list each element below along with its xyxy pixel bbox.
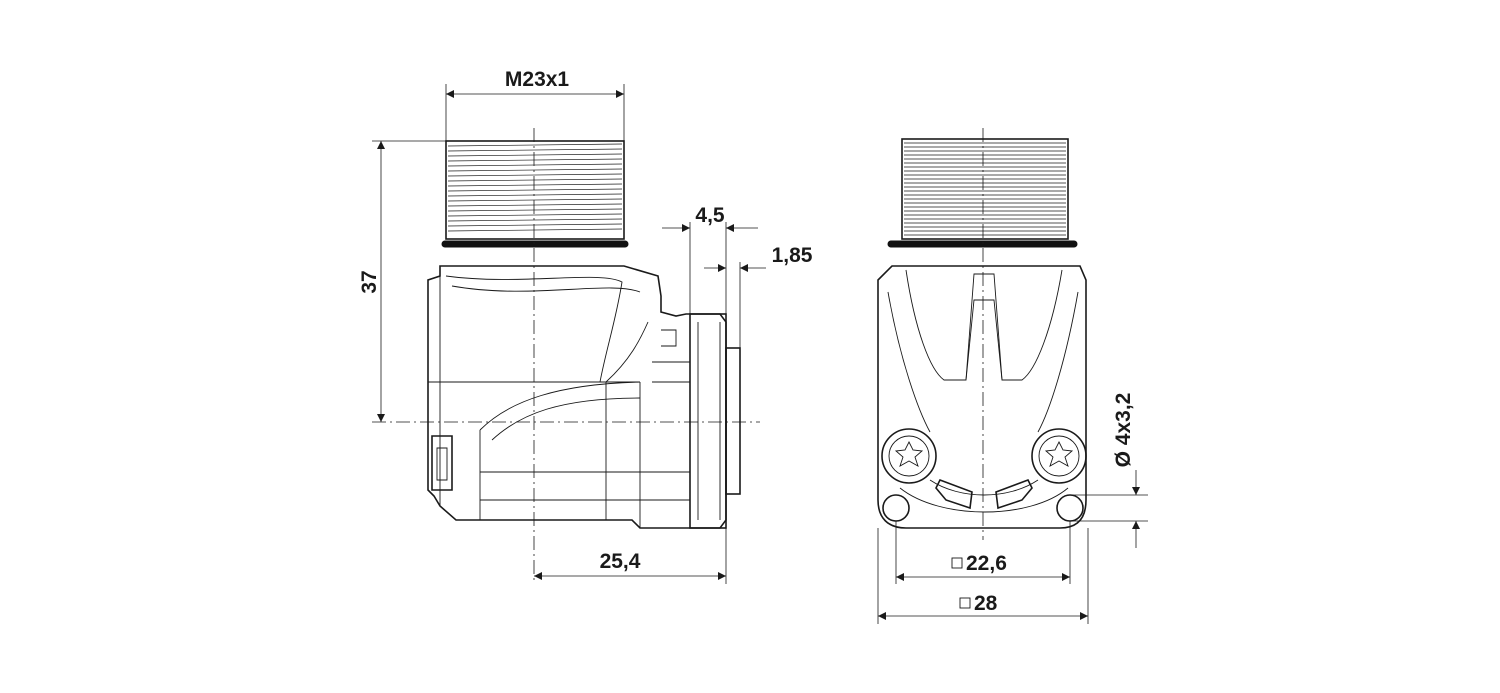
dimension-flange-size: 28 xyxy=(877,528,1089,624)
dimension-height: 37 xyxy=(358,140,446,422)
dimension-thread: M23x1 xyxy=(445,68,625,141)
mounting-hole-left xyxy=(882,494,910,522)
front-thread xyxy=(901,138,1069,240)
side-view xyxy=(372,128,760,580)
mounting-hole-right xyxy=(1056,494,1084,522)
dimension-depth: 25,4 xyxy=(534,528,727,584)
front-view xyxy=(877,128,1087,540)
dimension-flange-size-label: 28 xyxy=(974,592,998,615)
front-screw-left xyxy=(881,428,937,484)
side-flange xyxy=(689,313,727,529)
thread-line xyxy=(447,218,623,222)
dimension-hole-spacing-label: 22,6 xyxy=(966,552,1007,575)
thread-line xyxy=(447,193,623,197)
dimension-flange-offset-label: 1,85 xyxy=(772,244,813,267)
dimension-depth-label: 25,4 xyxy=(600,550,641,573)
thread-line xyxy=(447,208,623,212)
dimension-flange-offset: 1,85 xyxy=(704,244,813,348)
thread-line xyxy=(447,228,623,232)
thread-line xyxy=(447,158,623,162)
thread-line xyxy=(447,203,623,207)
side-thread xyxy=(445,140,625,240)
thread-line xyxy=(447,148,623,152)
square-symbol-icon xyxy=(951,557,963,569)
thread-line xyxy=(447,153,623,157)
square-symbol-icon xyxy=(959,597,971,609)
dimension-hole-spacing: 22,6 xyxy=(895,521,1071,584)
dimension-holes: Ø 4x3,2 xyxy=(1070,393,1148,548)
thread-line xyxy=(447,163,623,167)
thread-line xyxy=(447,173,623,177)
dimension-flange-thickness: 4,5 xyxy=(662,204,758,314)
thread-line xyxy=(447,213,623,217)
front-latch-right xyxy=(995,478,1033,510)
thread-line xyxy=(447,188,623,192)
thread-line xyxy=(447,183,623,187)
dimension-thread-label: M23x1 xyxy=(505,68,570,91)
dimension-height-label: 37 xyxy=(358,270,381,293)
thread-line xyxy=(447,168,623,172)
thread-line xyxy=(447,198,623,202)
front-body xyxy=(877,265,1087,529)
front-latch-left xyxy=(935,478,973,510)
dimension-holes-label: Ø 4x3,2 xyxy=(1112,393,1135,468)
side-clip xyxy=(431,435,453,491)
dimension-flange-thickness-label: 4,5 xyxy=(695,204,725,227)
thread-line xyxy=(447,178,623,182)
thread-line xyxy=(447,143,623,147)
thread-line xyxy=(447,223,623,227)
side-body xyxy=(427,265,727,529)
front-screw-right xyxy=(1031,428,1087,484)
